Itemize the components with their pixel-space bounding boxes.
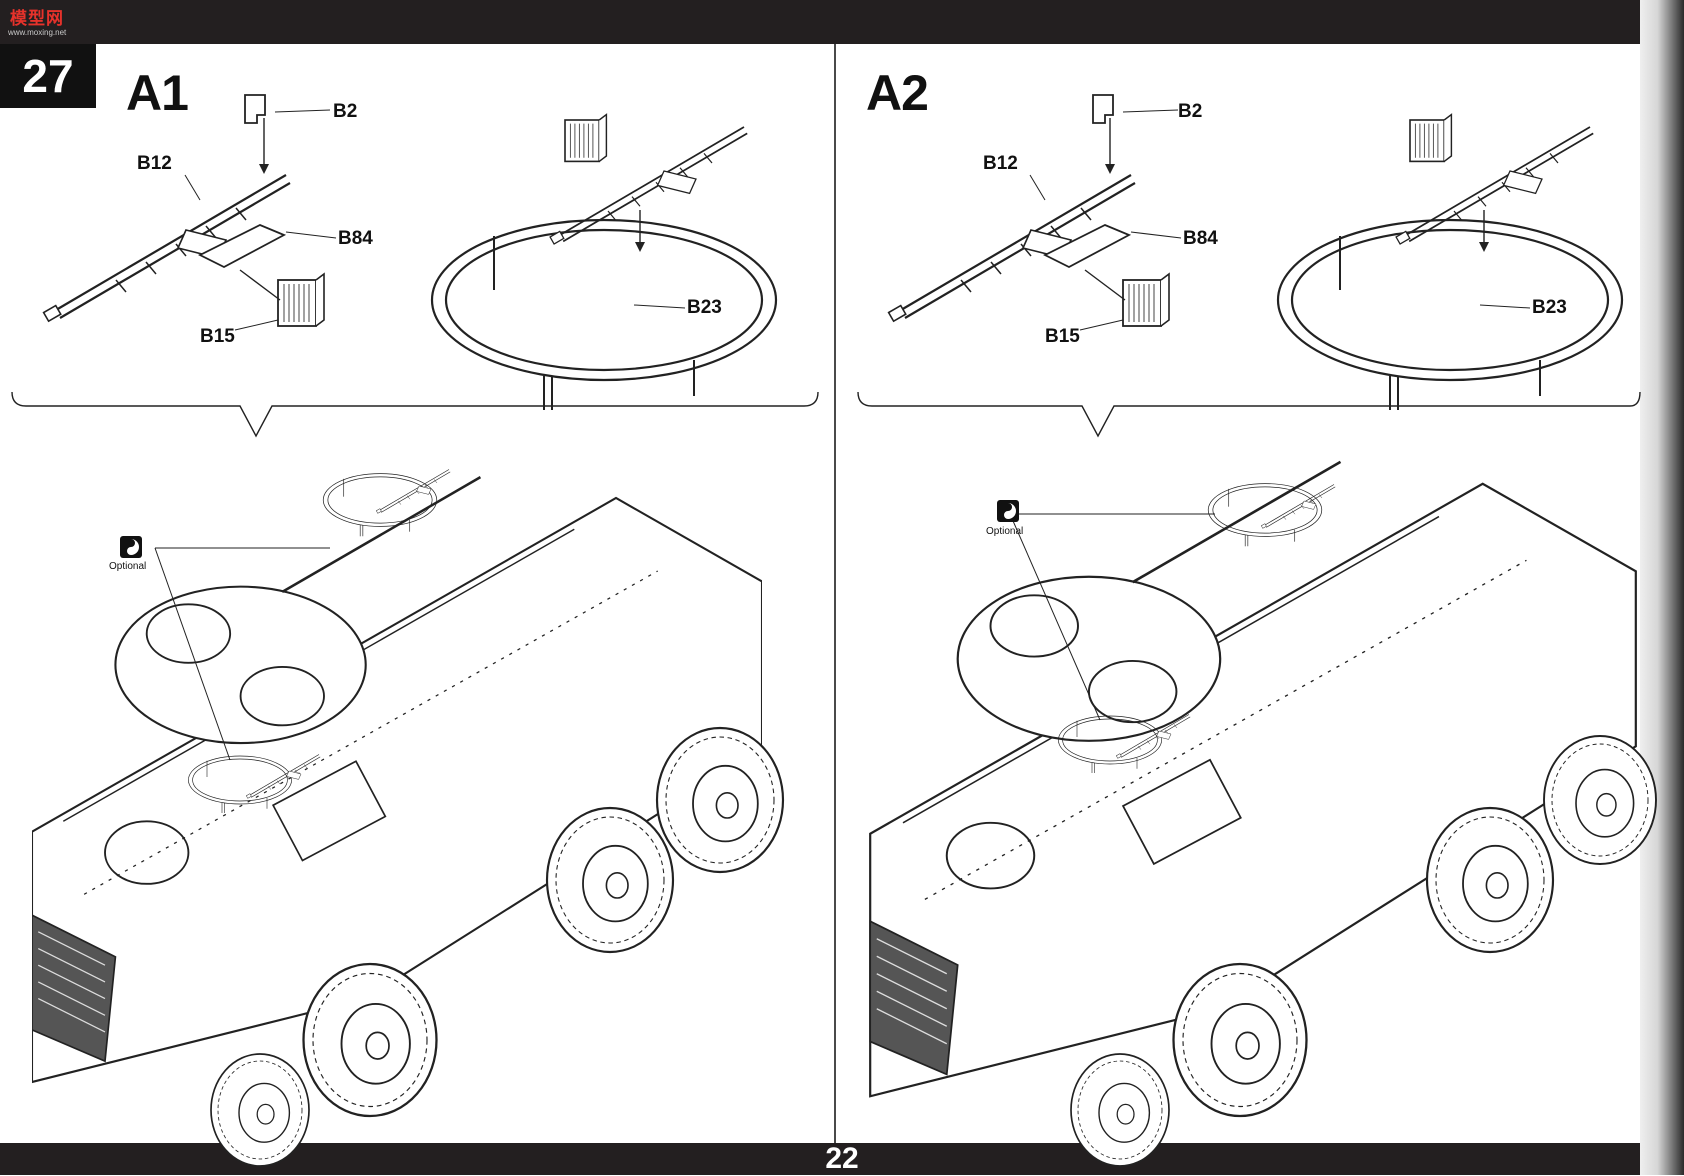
part-label-b2: B2 [333,101,358,122]
part-label-b15: B15 [1045,326,1080,347]
optional-label-a2: Optional [986,526,1024,537]
watermark-title: 模型网 [10,9,64,28]
part-label-b2: B2 [1178,101,1203,122]
part-label-b15: B15 [200,326,235,347]
optional-symbol-icon [120,536,142,558]
part-label-b12: B12 [983,153,1018,174]
part-label-b12: B12 [137,153,172,174]
top-bar [0,0,1684,44]
panel-a2-vehicle [868,460,1657,1167]
watermark-subtitle: www.moxing.net [8,28,67,37]
part-label-b23: B23 [1532,297,1567,318]
page-spine [834,44,836,1143]
part-label-b84: B84 [338,228,373,249]
site-watermark: 模型网 www.moxing.net [4,4,78,38]
page-number: 22 [825,1142,859,1175]
optional-symbol-icon [997,500,1019,522]
step-number: 27 [0,44,96,108]
variant-a1-label: A1 [126,65,189,121]
panel-a1-vehicle [32,469,785,1167]
variant-a2-label: A2 [866,65,929,121]
panel-a1-parts [42,94,778,412]
panel-a2-parts [887,94,1624,412]
optional-label-a1: Optional [109,561,147,572]
page-edge [1640,0,1684,1175]
part-label-b23: B23 [687,297,722,318]
part-label-b84: B84 [1183,228,1218,249]
